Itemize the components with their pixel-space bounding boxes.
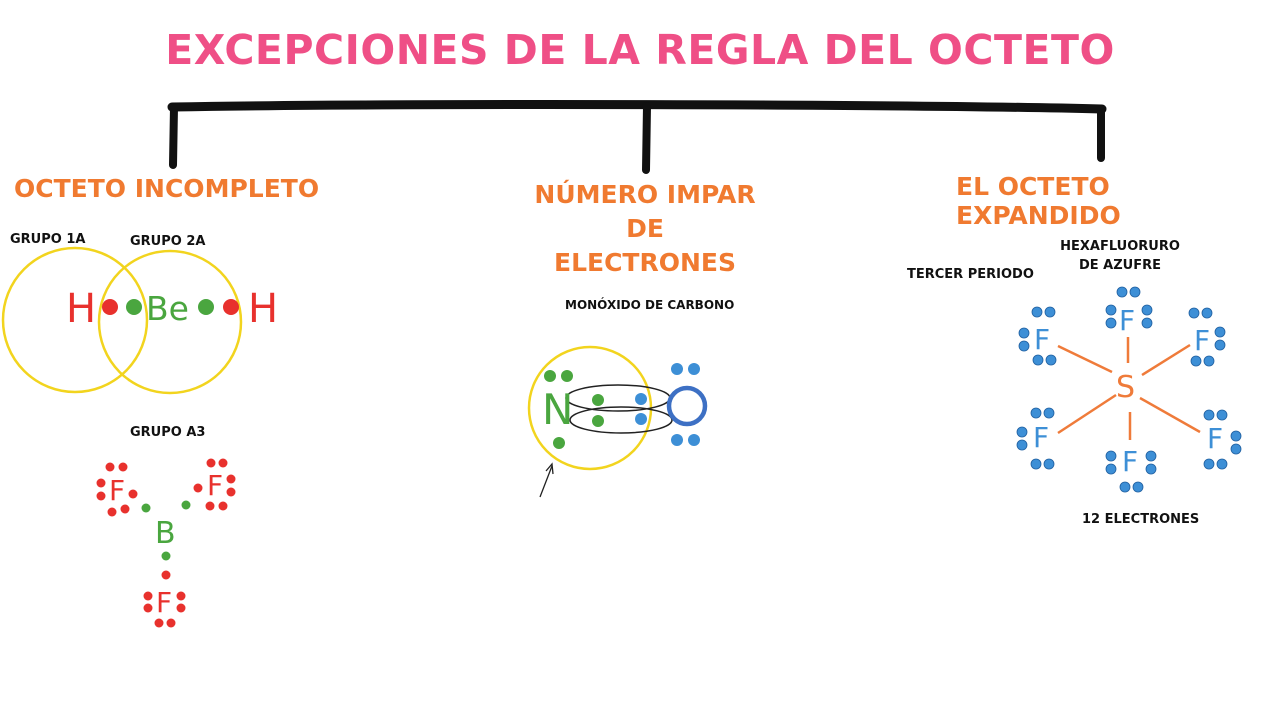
atom-h-left: H — [66, 286, 96, 332]
f-bottom-left-electrons — [1016, 407, 1055, 470]
label-hexafluoruro: HEXAFLUORURO DE AZUFRE — [1060, 237, 1180, 275]
label-hexafluoruro-line2: DE AZUFRE — [1078, 258, 1161, 273]
label-grupo-2a: GRUPO 2A — [130, 234, 206, 249]
heading-numero-impar: NÚMERO IMPAR DE ELECTRONES — [520, 178, 770, 280]
sf6-bonds — [1057, 337, 1201, 440]
atom-o-ring — [666, 385, 708, 427]
atom-b: B — [155, 516, 176, 551]
arrow-line — [539, 465, 553, 498]
arrow-head — [545, 462, 554, 475]
f-bottom-electrons — [143, 570, 186, 628]
f-bottom-right-electrons — [1203, 409, 1242, 470]
atom-n: N — [542, 385, 573, 434]
diagram-title: EXCEPCIONES DE LA REGLA DEL OCTETO — [165, 26, 1115, 74]
atom-f-right: F — [207, 469, 223, 502]
label-grupo-a3: GRUPO A3 — [130, 425, 206, 440]
electron-dot — [126, 299, 142, 315]
n-electrons — [544, 370, 604, 449]
f-left-electrons — [96, 462, 138, 517]
label-tercer-periodo: TERCER PERIODO — [907, 267, 1034, 282]
label-grupo-1a: GRUPO 1A — [10, 232, 86, 247]
atom-f-bottom: F — [1122, 445, 1138, 478]
f-top-left-electrons — [1018, 306, 1057, 366]
f-top-electrons — [1105, 286, 1153, 329]
electron-dot — [102, 299, 118, 315]
b-electrons — [141, 500, 191, 561]
bond-pair-ellipse-bottom — [569, 406, 673, 434]
atom-f-top-right: F — [1194, 324, 1210, 357]
atom-f-bottom-left: F — [1033, 421, 1049, 454]
heading-octeto-expandido: EL OCTETO EXPANDIDO — [956, 172, 1121, 230]
f-top-right-electrons — [1188, 307, 1226, 367]
label-hexafluoruro-line1: HEXAFLUORURO — [1060, 239, 1180, 254]
label-monoxido-carbono: MONÓXIDO DE CARBONO — [565, 298, 735, 312]
heading-numero-impar-line2: ELECTRONES — [554, 248, 736, 277]
h-octet-ring — [1, 246, 149, 394]
electron-dot — [198, 299, 214, 315]
atom-h-right: H — [248, 286, 278, 332]
o-electrons — [635, 363, 700, 446]
be-octet-ring — [97, 249, 243, 395]
atom-f-left: F — [109, 474, 125, 507]
f-bottom-electrons — [1105, 450, 1157, 493]
label-12-electrones: 12 ELECTRONES — [1082, 512, 1200, 527]
heading-octeto-incompleto: OCTETO INCOMPLETO — [14, 174, 320, 203]
electron-dot — [223, 299, 239, 315]
f-right-electrons — [193, 458, 236, 511]
heading-numero-impar-line1: NÚMERO IMPAR DE — [534, 180, 756, 243]
atom-f-bottom-right: F — [1207, 422, 1223, 455]
atom-be: Be — [146, 289, 189, 328]
atom-f-bottom: F — [156, 586, 172, 619]
atom-f-top-left: F — [1034, 323, 1050, 356]
atom-f-top: F — [1119, 304, 1135, 337]
atom-s: S — [1116, 370, 1135, 405]
